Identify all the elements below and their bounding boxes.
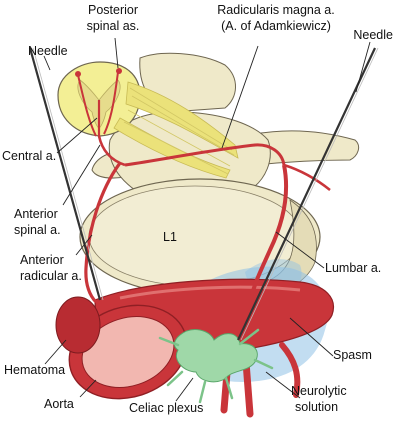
label-anterior-radicular-line2: radicular a. — [20, 269, 82, 283]
needle-left-inner — [32, 47, 104, 301]
leader-lines — [43, 37, 371, 402]
label-posterior-spinal-line2: spinal as. — [87, 19, 140, 33]
leader-celiac — [175, 377, 194, 402]
label-hematoma: Hematoma — [4, 363, 65, 377]
leader-aorta — [79, 379, 97, 398]
hematoma — [55, 296, 101, 354]
label-lumbar-artery: Lumbar a. — [325, 261, 381, 275]
anterior-spinal-artery — [97, 135, 126, 167]
label-needle-left: Needle — [28, 44, 68, 58]
label-aorta: Aorta — [44, 397, 74, 411]
posterior-spinal-artery-dot-2 — [116, 68, 122, 74]
leader-needle-right — [355, 41, 371, 93]
celiac-plexus-fibers — [158, 328, 274, 404]
label-neurolytic-line1: Neurolytic — [291, 384, 347, 398]
label-anterior-spinal-line2: spinal a. — [14, 223, 61, 237]
leader-lumbar — [275, 231, 325, 269]
label-radicularis-line1: Radicularis magna a. — [217, 3, 334, 17]
nerve-root-strands — [123, 87, 235, 175]
posterior-spinal-artery-1 — [77, 74, 97, 137]
labels: Needle Posterior spinal as. Radicularis … — [2, 3, 393, 415]
anatomy-illustration — [28, 47, 379, 418]
label-anterior-radicular-line1: Anterior — [20, 253, 64, 267]
label-spasm: Spasm — [333, 348, 372, 362]
label-vertebra-l1: L1 — [163, 230, 177, 244]
needle-right-inner — [240, 47, 379, 341]
anterior-radicular-artery — [84, 162, 122, 304]
leader-anterior-radicular — [75, 234, 93, 256]
lumbar-artery — [250, 164, 288, 296]
label-needle-right: Needle — [353, 28, 393, 42]
lumbar-artery-branch — [283, 163, 331, 191]
leader-needle-left — [43, 55, 51, 71]
label-neurolytic-line2: solution — [295, 400, 338, 414]
label-posterior-spinal-line1: Posterior — [88, 3, 138, 17]
posterior-spinal-artery-dot-1 — [75, 71, 81, 77]
leader-spasm — [289, 317, 334, 357]
leader-hematoma — [44, 339, 67, 365]
radicularis-magna-artery — [124, 143, 286, 167]
needle-right — [237, 47, 376, 341]
aortic-branch-2 — [242, 358, 254, 418]
posterior-spinal-artery-2 — [103, 71, 119, 135]
leader-central — [56, 117, 98, 154]
leader-posterior-spinal — [114, 37, 119, 69]
leader-radicularis — [221, 45, 259, 149]
label-celiac-plexus: Celiac plexus — [129, 401, 203, 415]
aorta-lumen — [81, 316, 175, 388]
leader-anterior-spinal — [62, 144, 101, 206]
label-central-artery: Central a. — [2, 149, 56, 163]
aortic-branch-3 — [279, 342, 301, 398]
leader-neurolytic — [265, 371, 301, 399]
aorta-highlight — [119, 285, 301, 300]
label-anterior-spinal-line1: Anterior — [14, 207, 58, 221]
needle-left — [28, 47, 102, 301]
celiac-plexus-ganglion — [173, 329, 258, 383]
label-radicularis-line2: (A. of Adamkiewicz) — [221, 19, 331, 33]
